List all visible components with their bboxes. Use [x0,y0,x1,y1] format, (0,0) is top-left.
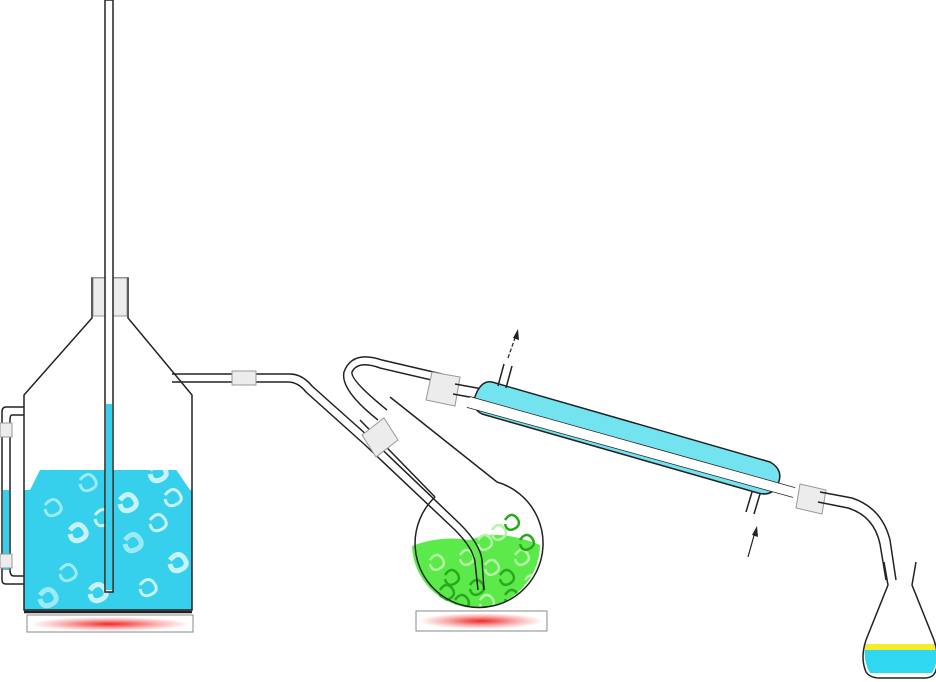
plant-leaf [513,548,531,567]
plant-leaf [483,558,501,577]
essential-oil-layer [864,644,936,650]
heat-glow-2 [419,613,543,629]
safety-tube [104,0,114,593]
water-swirl [78,473,98,493]
plant-leaf [478,593,496,608]
tube-coupling [231,370,257,386]
level-gauge [0,406,24,585]
plant-leaf [476,533,494,552]
plant-material [412,513,540,608]
liebig-condenser [466,363,796,515]
plant-leaf [490,523,508,542]
receiver-adapter [795,483,897,581]
water-swirl [163,488,183,508]
plant-leaf [453,593,471,608]
distillate-water [864,649,936,673]
plant-leaf [503,513,521,532]
water-swirl [122,532,144,554]
water-swirl [37,587,59,609]
plant-leaf [498,568,516,587]
water-swirl [117,492,139,514]
water-swirl [147,470,169,484]
water-swirl [87,582,109,604]
water-in-arrow [747,526,758,558]
water-swirl [167,552,189,574]
water-swirl [67,522,89,544]
erlenmeyer-flask [862,561,936,679]
plant-leaf [518,533,536,552]
transfer-tube [172,370,369,445]
heat-glow-1 [30,617,190,631]
water-swirl [43,498,63,518]
plant-leaf [428,553,446,572]
water-swirl [58,563,78,583]
flask-stopper [361,417,399,458]
hot-plate-2 [415,610,548,632]
boiling-swirls [37,470,189,609]
hot-plate-1 [26,614,194,633]
water-swirl [148,513,168,533]
bottle-outline [23,277,193,611]
water-out-arrow [507,329,519,359]
water-swirl [138,578,158,598]
